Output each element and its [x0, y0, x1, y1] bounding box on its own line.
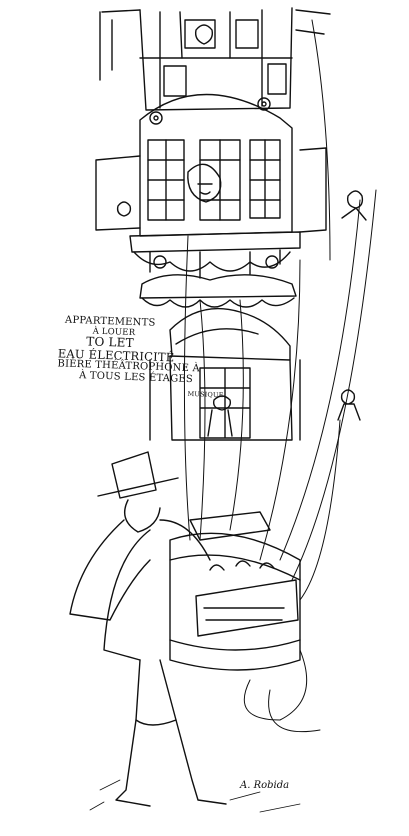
sign-note: MUSIQUE: [187, 389, 224, 400]
artist-signature: A. Robida: [240, 780, 290, 791]
street-vendor: [69, 451, 227, 807]
lower-storey: [149, 355, 301, 441]
tower-upper: [99, 7, 331, 111]
strings: [183, 19, 377, 733]
ground: [89, 779, 301, 813]
flower-ornaments: [149, 97, 279, 269]
bay-window: [95, 93, 327, 279]
window-figures: [116, 190, 367, 421]
apartment-sign: APPARTEMENTS À LOUER TO LET EAU ÉLECTRIC…: [57, 315, 223, 400]
theatrophone-device: [169, 511, 301, 671]
awning: [139, 274, 297, 361]
